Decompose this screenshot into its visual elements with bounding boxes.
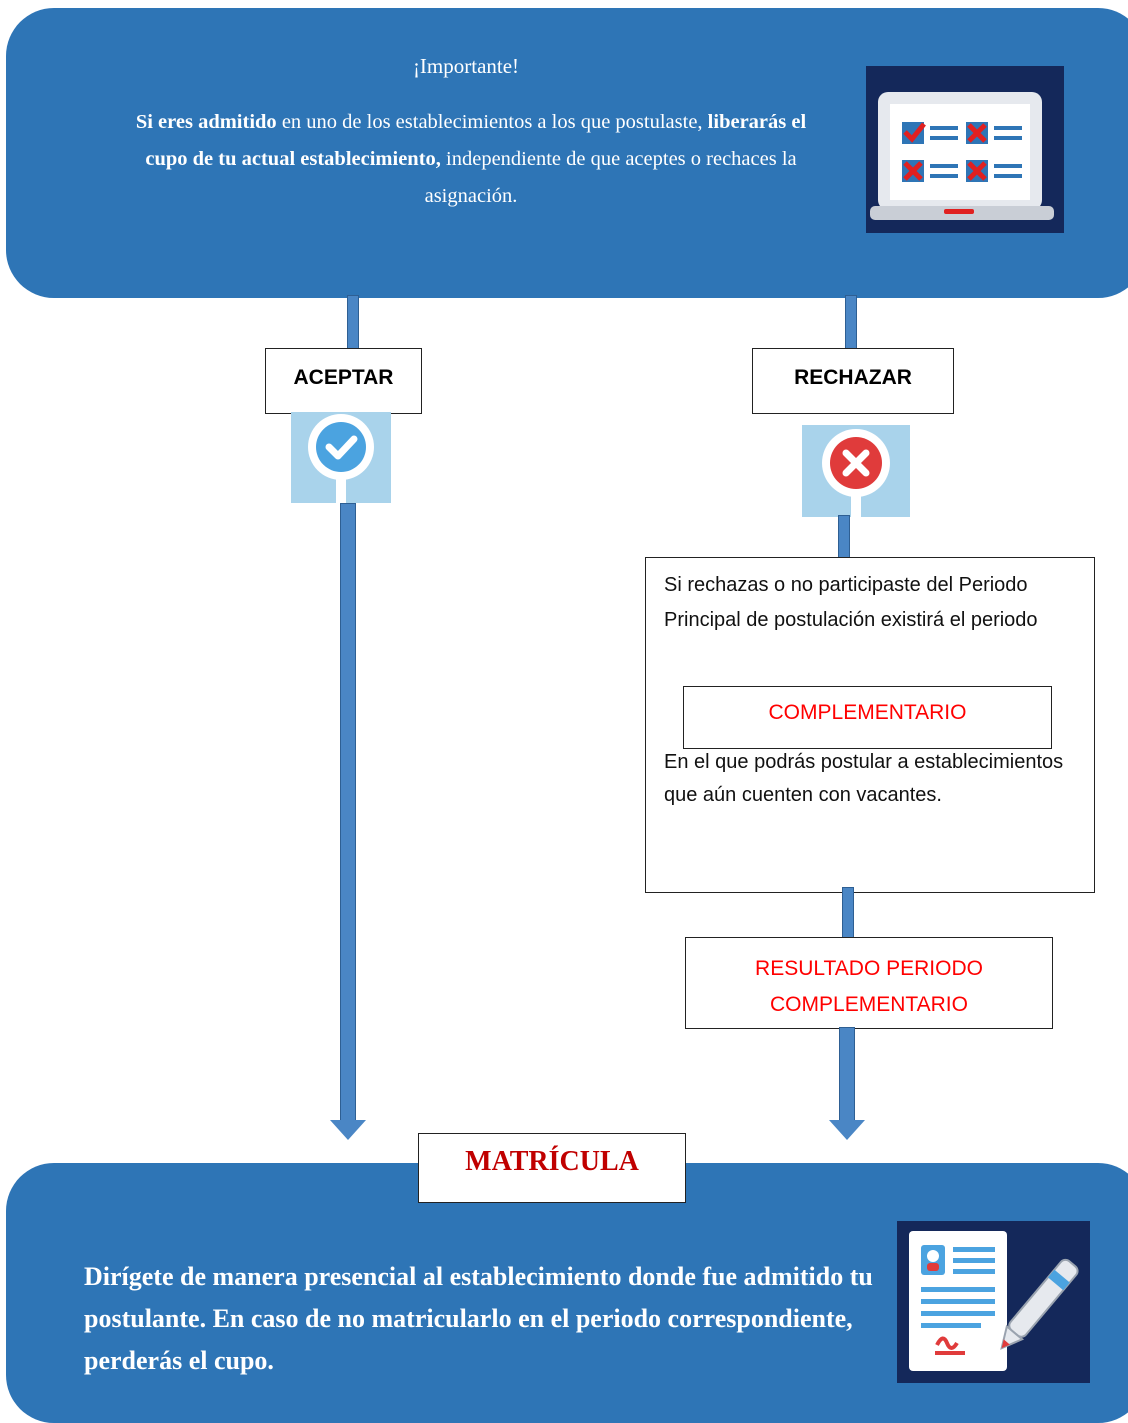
arrow-resultado-shaft (839, 1027, 855, 1123)
connector-top-left (347, 295, 359, 350)
important-bold-admitted: Si eres admitido (135, 111, 277, 133)
laptop-checklist-icon (866, 66, 1064, 233)
bottom-banner: Dirígete de manera presencial al estable… (6, 1163, 1128, 1423)
connector-info-resultado (842, 887, 854, 939)
matricula-box: MATRÍCULA (418, 1133, 686, 1203)
matricula-message: Dirígete de manera presencial al estable… (84, 1262, 873, 1375)
complementario-info-box: Si rechazas o no participaste del Period… (645, 557, 1095, 893)
important-message: Si eres admitido en uno de los estableci… (126, 104, 816, 215)
resultado-line-2: COMPLEMENTARIO (770, 993, 968, 1016)
aceptar-label: ACEPTAR (293, 366, 394, 389)
important-text-2: independiente de que aceptes o rechaces … (424, 148, 797, 207)
x-circle-icon (802, 425, 910, 517)
matricula-label: MATRÍCULA (465, 1146, 639, 1177)
info-text-1: Si rechazas o no participaste del Period… (664, 574, 1038, 631)
rechazar-box: RECHAZAR (752, 348, 954, 414)
important-title: ¡Importante! (412, 54, 520, 78)
important-text-1: en uno de los establecimientos a los que… (276, 111, 708, 133)
complementario-label: COMPLEMENTARIO (768, 701, 967, 724)
arrow-aceptar-shaft (340, 503, 356, 1123)
signed-document-icon (897, 1221, 1090, 1383)
rechazar-label: RECHAZAR (794, 366, 912, 389)
arrow-resultado-head (829, 1120, 865, 1140)
resultado-box: RESULTADO PERIODO COMPLEMENTARIO (685, 937, 1053, 1029)
important-bold-release: liberarás el cupo de tu actual estableci… (145, 111, 807, 170)
top-banner: ¡Importante! Si eres admitido en uno de … (6, 8, 1128, 298)
connector-top-right (845, 295, 857, 350)
check-circle-icon (291, 412, 391, 503)
aceptar-box: ACEPTAR (265, 348, 422, 414)
resultado-line-1: RESULTADO PERIODO (755, 957, 983, 980)
arrow-aceptar-head (330, 1120, 366, 1140)
complementario-highlight-box: COMPLEMENTARIO (683, 686, 1052, 749)
info-text-2: En el que podrás postular a establecimie… (664, 751, 1064, 806)
connector-rechazar-info (838, 515, 850, 559)
